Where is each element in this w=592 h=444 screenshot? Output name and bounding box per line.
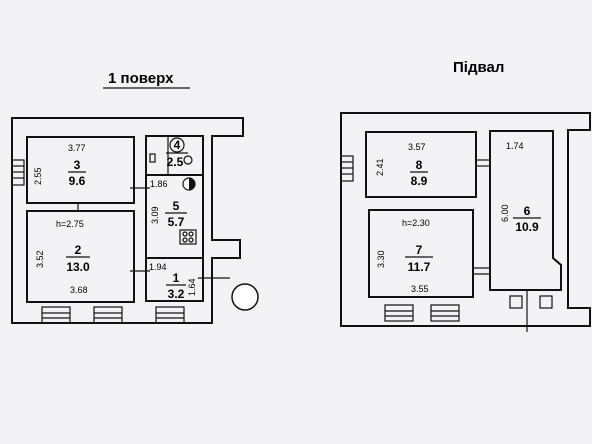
- toilet-icon: [149, 153, 156, 163]
- room-3-depth: 2.55: [33, 167, 43, 185]
- basement-ceiling-height: h=2.30: [402, 218, 430, 228]
- room-8-depth: 2.41: [375, 158, 385, 176]
- room-5-width: 1.86: [150, 179, 168, 189]
- first-floor-front-windows: [41, 306, 185, 324]
- room-4-number: 4: [174, 138, 181, 152]
- room-2-depth: 3.52: [35, 250, 45, 268]
- entrance-circle: [231, 283, 259, 311]
- service-block: [145, 135, 204, 302]
- room-2-area: 13.0: [66, 260, 90, 274]
- room-6-depth: 6.00: [500, 204, 510, 222]
- room-8-number: 8: [416, 158, 423, 172]
- room-8: [365, 131, 477, 198]
- room-7-width: 3.55: [411, 284, 429, 294]
- room-6-width: 1.74: [506, 141, 524, 151]
- sink-icon: [183, 155, 193, 165]
- room-3: [26, 136, 135, 204]
- room-5-area: 5.7: [168, 215, 185, 229]
- basement-side-steps: [340, 155, 354, 182]
- room-5-depth: 3.09: [150, 206, 160, 224]
- room-7-depth: 3.30: [376, 250, 386, 268]
- room-1-width: 1.94: [149, 262, 167, 272]
- first-floor-title: 1 поверх: [108, 70, 174, 87]
- room-5-number: 5: [173, 199, 180, 213]
- room-3-number: 3: [74, 158, 81, 172]
- room-1-number: 1: [173, 271, 180, 285]
- room-1-area: 3.2: [168, 287, 185, 301]
- room-7: [368, 209, 474, 298]
- room-4-marker: [169, 137, 185, 153]
- room-6-area: 10.9: [515, 220, 539, 234]
- room-2: [26, 210, 135, 303]
- room-6-number: 6: [524, 204, 531, 218]
- room-3-area: 9.6: [69, 174, 86, 188]
- room-8-width: 3.57: [408, 142, 426, 152]
- stove-icon: [179, 229, 197, 245]
- room-3-width: 3.77: [68, 143, 86, 153]
- basement-plan: 3.57 2.41 8 8.9 1.74 6.00 6 10.9 h=2.30 …: [340, 112, 591, 332]
- first-floor-plan: 3.77 2.55 3 9.6 h=2.75 3.52 2 13.0 3.68 …: [11, 117, 259, 324]
- boiler-icon-half: [189, 178, 195, 190]
- basement-front-windows: [384, 295, 553, 322]
- room-2-width: 3.68: [70, 285, 88, 295]
- first-floor-outer-wall: [11, 117, 244, 324]
- room-7-area: 11.7: [408, 260, 431, 274]
- room-4-area: 2.5: [167, 155, 184, 169]
- room-6: [489, 130, 562, 291]
- first-floor-side-steps: [11, 159, 25, 186]
- room-2-number: 2: [75, 243, 82, 257]
- room-8-area: 8.9: [411, 174, 428, 188]
- basement-title: Підвал: [453, 59, 504, 76]
- room-1-depth: 1.64: [187, 278, 197, 296]
- first-floor-ceiling-height: h=2.75: [56, 219, 84, 229]
- room-7-number: 7: [416, 243, 423, 257]
- basement-outer-wall: [340, 112, 591, 327]
